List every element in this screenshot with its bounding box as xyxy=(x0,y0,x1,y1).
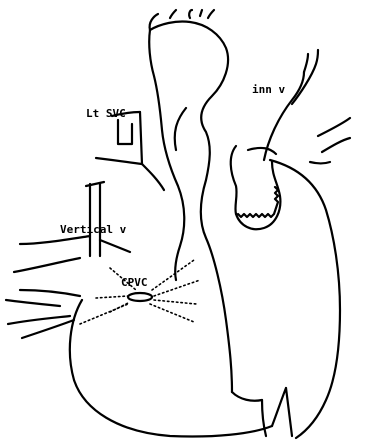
cpvc-confluence xyxy=(128,293,152,301)
label-lt-svc: Lt SVC xyxy=(86,108,126,119)
pulmonary-vein-lines xyxy=(6,260,200,338)
innominate-vein-vessel xyxy=(264,50,350,164)
left-svc-vessel xyxy=(96,112,164,190)
label-cpvc: CPVC xyxy=(121,277,148,288)
label-vertical-v: Vertical v xyxy=(60,224,126,235)
atrial-appendage xyxy=(231,146,281,229)
label-inn-v: inn v xyxy=(252,84,285,95)
